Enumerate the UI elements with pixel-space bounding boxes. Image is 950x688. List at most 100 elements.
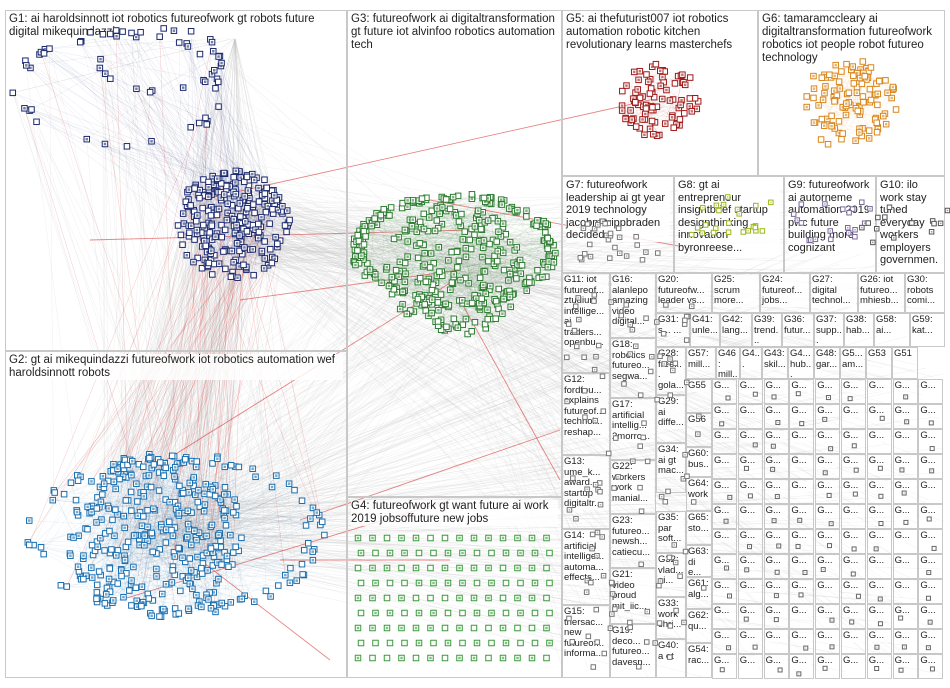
graph-node-icon [553,261,556,264]
graph-node-icon [204,483,207,486]
graph-node-icon [478,302,481,305]
graph-node [100,32,106,38]
graph-node [226,564,232,570]
graph-node-icon [77,566,80,569]
graph-node-icon [467,282,470,285]
graph-node [203,243,209,249]
graph-node-icon [90,511,93,514]
graph-node [176,40,182,46]
graph-node [501,267,507,273]
graph-node [485,316,491,322]
graph-node-icon [217,55,220,58]
graph-node-icon [484,270,487,273]
graph-node-icon [95,521,98,524]
graph-node [262,239,268,245]
graph-node-icon [457,326,460,329]
graph-node [183,457,189,463]
graph-node-icon [212,50,215,53]
graph-node [421,211,427,217]
graph-node [188,203,194,209]
graph-node-icon [204,81,207,84]
graph-node-icon [190,224,193,227]
graph-node-icon [507,279,510,282]
graph-node-icon [100,501,103,504]
graph-node-icon [165,528,168,531]
graph-node-icon [148,474,151,477]
graph-node [102,548,108,554]
graph-node-icon [554,252,557,255]
graph-node-icon [509,296,512,299]
graph-node-icon [91,576,94,579]
graph-node-icon [173,29,176,32]
graph-node-icon [122,515,125,518]
graph-node [252,210,258,216]
graph-node [208,546,214,552]
graph-node [107,528,113,534]
graph-node-icon [112,599,115,602]
graph-node-icon [406,313,409,316]
graph-node-icon [100,518,103,521]
graph-node-icon [113,535,116,538]
graph-node-icon [438,246,441,249]
graph-node-icon [406,240,409,243]
graph-node [135,499,141,505]
graph-node [472,319,478,325]
graph-node [216,104,222,110]
graph-node-icon [190,569,193,572]
graph-node-icon [437,309,440,312]
graph-node [109,547,115,553]
graph-node-icon [196,556,199,559]
graph-node-icon [223,493,226,496]
graph-node-icon [516,246,519,249]
graph-node-icon [197,489,200,492]
graph-node-icon [525,289,528,292]
graph-node [141,514,147,520]
graph-node-icon [261,250,264,253]
graph-node [469,192,475,198]
graph-node [256,221,262,227]
graph-node [303,523,309,529]
graph-node [208,213,214,219]
graph-node-icon [188,188,191,191]
graph-node [494,239,500,245]
graph-node-icon [669,99,672,102]
graph-node [527,280,533,286]
graph-node-icon [277,209,280,212]
graph-node-icon [210,607,213,610]
graph-node-icon [178,512,181,515]
graph-node [194,459,200,465]
graph-node-icon [477,209,480,212]
graph-node-icon [234,193,237,196]
graph-node-icon [509,273,512,276]
graph-node-icon [91,505,94,508]
graph-node-icon [133,534,136,537]
graph-node-icon [230,601,233,604]
graph-node [81,576,87,582]
graph-node-icon [430,312,433,315]
graph-node-icon [191,588,194,591]
graph-node-icon [482,302,485,305]
graph-node [41,51,47,57]
graph-node-icon [475,297,478,300]
graph-node-icon [141,525,144,528]
graph-node [378,212,384,218]
graph-node [268,246,274,252]
graph-node-icon [423,252,426,255]
graph-node-icon [509,306,512,309]
graph-node-icon [502,222,505,225]
graph-node-icon [399,261,402,264]
graph-node-icon [231,250,234,253]
graph-node-icon [28,519,31,522]
graph-node-icon [189,583,192,586]
graph-node-icon [251,467,254,470]
graph-node [677,117,683,123]
graph-node [443,197,449,203]
graph-node-icon [29,67,32,70]
graph-node [633,100,639,106]
graph-node-icon [160,526,163,529]
graph-node [94,590,100,596]
graph-node-icon [161,593,164,596]
graph-node [692,96,698,102]
graph-node-icon [214,611,217,614]
